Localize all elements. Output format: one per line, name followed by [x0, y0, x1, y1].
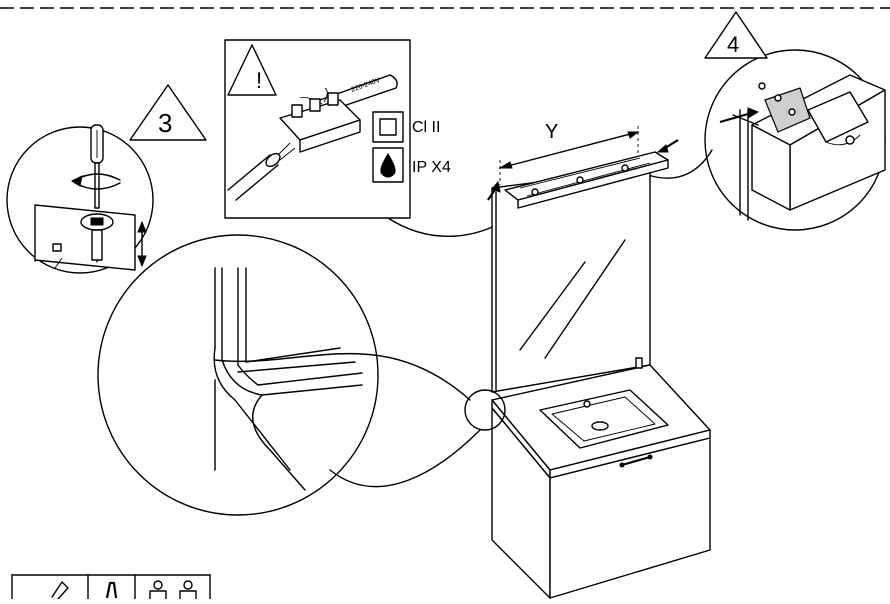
detail-marker-circle [464, 389, 506, 431]
drawer-handle [621, 455, 651, 467]
step-3-label: 3 [158, 108, 172, 138]
vanity-unit [491, 357, 711, 599]
detail-step-4: 4 [704, 11, 886, 231]
ip-rating-label: IP X4 [412, 159, 451, 176]
two-people-icon [153, 580, 163, 590]
electrical-connection-panel: ! 220-240V Cl II IP X4 [224, 39, 451, 219]
washbasin [539, 389, 669, 449]
step-4-triangle-icon [704, 11, 768, 59]
warning-label: ! [256, 68, 262, 93]
mirror-with-light-bar: Y [487, 121, 679, 393]
dimension-y-label: Y [545, 121, 558, 143]
warning-triangle-icon [227, 44, 277, 96]
detail-step-3: 3 [6, 84, 207, 274]
tool-icon [105, 581, 118, 599]
step-4-label: 4 [727, 32, 739, 57]
tool-icons [11, 574, 211, 600]
step-3-triangle-icon [129, 84, 207, 141]
tap-hole [583, 400, 591, 408]
dimension-y-line [499, 131, 639, 169]
class-ii-label: Cl II [412, 119, 440, 136]
detail-countertop-joint [97, 234, 379, 516]
pencil-icon [51, 581, 69, 600]
mirror-reflection [519, 261, 586, 351]
